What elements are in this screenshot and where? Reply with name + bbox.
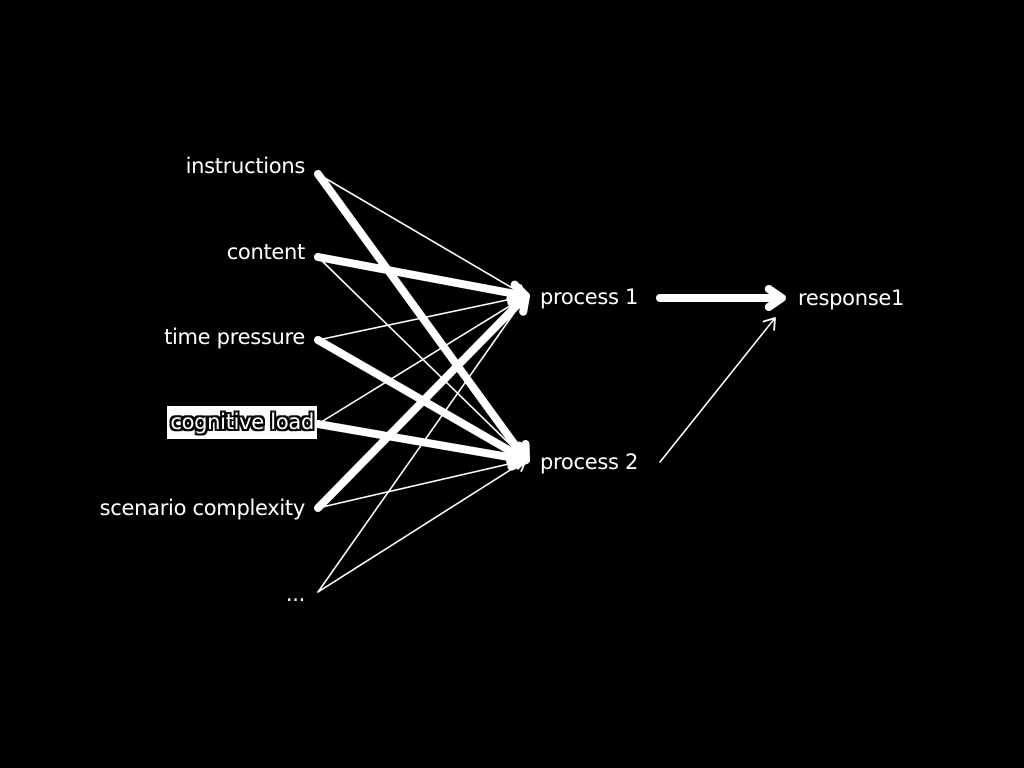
edge-more-to-p2 bbox=[317, 458, 527, 593]
edge-instructions-to-p2 bbox=[314, 170, 530, 464]
input-node-content: content bbox=[226, 240, 306, 264]
edge-p2-to-r1 bbox=[659, 317, 776, 463]
output-node-response1: response1 bbox=[798, 286, 905, 310]
input-node-instructions: instructions bbox=[185, 154, 306, 178]
input-node-time-pressure: time pressure bbox=[164, 325, 305, 349]
process-node-1: process 1 bbox=[540, 285, 639, 309]
edge-more-to-p1 bbox=[317, 295, 527, 593]
input-node-scenario-complexity: scenario complexity bbox=[99, 496, 306, 520]
process-node-2: process 2 bbox=[540, 450, 639, 474]
edge-scenario_complexity-to-p1 bbox=[314, 292, 530, 512]
input-node-more: ... bbox=[285, 582, 305, 606]
edge-p1-to-r1 bbox=[656, 284, 786, 312]
edge-content-to-p1 bbox=[314, 253, 530, 307]
input-node-cognitive-load: cognitive load bbox=[167, 406, 317, 439]
